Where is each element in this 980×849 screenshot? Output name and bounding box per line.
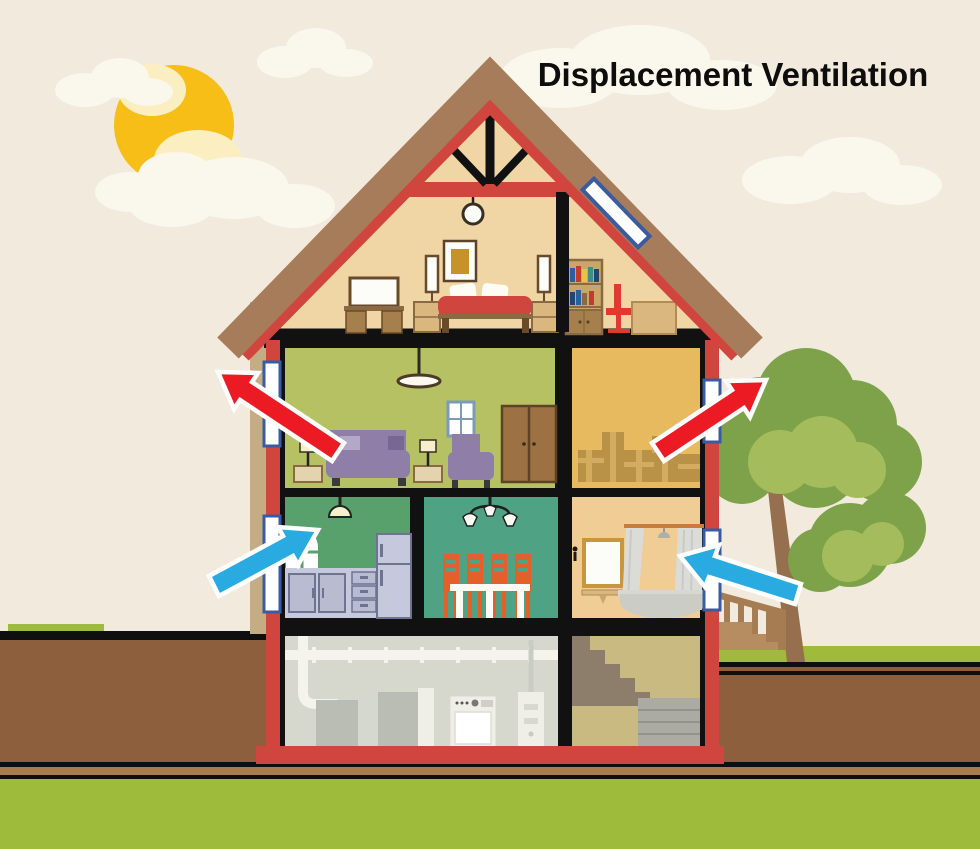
table-lamp <box>419 439 437 453</box>
cloud-icon <box>55 58 173 107</box>
bed <box>438 296 532 316</box>
cloud-icon <box>500 25 777 110</box>
bathroom <box>572 524 708 618</box>
earth-right <box>700 664 980 764</box>
mirror <box>582 538 624 588</box>
soil-line-bottom-1 <box>0 762 980 767</box>
grass-bottom <box>0 779 980 849</box>
airflow-arrows <box>206 369 804 607</box>
porch-stairs <box>718 592 786 650</box>
utility-unit <box>378 692 418 748</box>
attic-bedroom <box>344 196 559 334</box>
shower-head <box>658 532 670 538</box>
attic-study <box>564 258 677 336</box>
chandelier <box>462 497 518 527</box>
cloud-icon <box>742 137 942 205</box>
earth-left <box>0 638 270 764</box>
soil-line-right-1 <box>706 662 980 667</box>
ceiling-lamp <box>327 505 353 518</box>
cloud-icon <box>257 28 373 78</box>
shelf <box>581 589 625 596</box>
bathtub <box>620 594 706 618</box>
attic-divider <box>556 192 569 332</box>
clouds <box>55 25 942 228</box>
soil-line-right-2 <box>706 671 980 675</box>
attic-floor-band <box>264 332 720 348</box>
kitchen <box>285 497 412 619</box>
water-heater <box>316 700 358 748</box>
soil-line-bottom-2 <box>0 775 980 779</box>
pendant-lamp <box>461 202 485 226</box>
blue-arrow-lower-right <box>676 541 804 607</box>
sofa <box>326 450 410 478</box>
dining-chairs <box>443 554 531 618</box>
staircase <box>572 636 650 706</box>
office-chair <box>606 284 632 333</box>
soil-line-left <box>0 631 270 640</box>
side-table <box>413 465 443 483</box>
roof <box>217 56 763 359</box>
shower-curtain <box>622 528 644 606</box>
collar-beam <box>404 182 576 197</box>
earth-light-strip <box>0 767 980 775</box>
basement-stairwell <box>572 636 700 746</box>
tree-foliage-light <box>748 416 904 582</box>
cloud-icon <box>127 157 335 228</box>
vanity-mirror <box>348 276 400 308</box>
side-table <box>293 465 323 483</box>
tree <box>706 348 926 662</box>
page-title: Displacement Ventilation <box>538 56 929 93</box>
books <box>570 266 599 305</box>
porch-steps <box>718 622 778 650</box>
basement-utility <box>285 636 558 749</box>
ceiling-lamp <box>396 373 442 389</box>
red-arrow-upper-left <box>214 369 348 465</box>
elbow-pipe <box>298 636 338 709</box>
grass-sliver-left <box>8 624 104 632</box>
wall-sconce <box>536 254 552 294</box>
roof-lining <box>239 96 741 361</box>
desk <box>631 301 677 335</box>
porch-post <box>772 612 786 650</box>
dining-room <box>443 497 531 618</box>
dining-table <box>450 584 530 618</box>
wall-sconce <box>424 254 440 294</box>
foundation-band <box>256 746 724 764</box>
house-cutaway <box>217 56 763 764</box>
red-arrow-upper-right <box>648 377 770 465</box>
skylight-window <box>579 175 653 251</box>
blue-arrow-lower-left <box>206 524 322 600</box>
ground <box>0 624 980 849</box>
armchair <box>448 452 494 480</box>
